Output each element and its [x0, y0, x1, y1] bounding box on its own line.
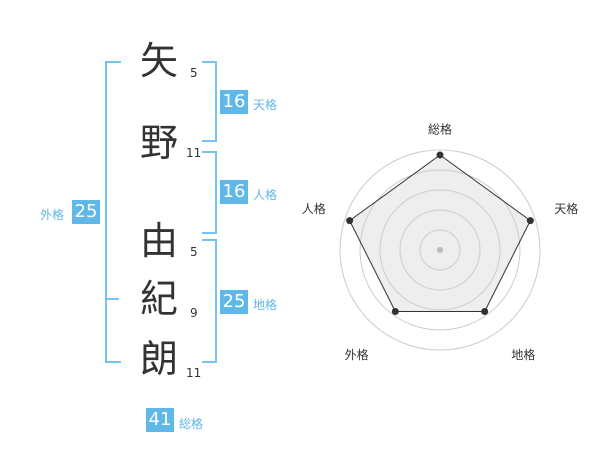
- soukaku-value-badge: 41: [146, 408, 174, 432]
- stroke-count-1: 5: [190, 66, 198, 80]
- chikaku-bracket: [202, 239, 217, 363]
- tenkaku-label: 天格: [253, 98, 278, 112]
- jinkaku-bracket: [202, 151, 217, 234]
- name-char-5: 朗: [140, 337, 179, 381]
- name-char-1: 矢: [140, 39, 179, 83]
- gaikaku-label: 外格: [40, 208, 65, 222]
- radar-center: [437, 247, 443, 253]
- radar-point-2: [526, 217, 534, 225]
- name-char-2: 野: [140, 121, 179, 165]
- jinkaku-value-badge: 16: [220, 180, 248, 204]
- tenkaku-bracket: [202, 61, 217, 142]
- chikaku-label: 地格: [253, 298, 278, 312]
- radar-point-4: [391, 307, 399, 315]
- radar-point-3: [481, 307, 489, 315]
- radar-ring-4: [359, 169, 521, 331]
- gaikaku-bracket-tick: [105, 298, 119, 300]
- name-char-3: 由: [140, 219, 179, 263]
- radar-point-5: [346, 217, 354, 225]
- gaikaku-bracket: [105, 61, 121, 363]
- radar-ring-5: [339, 149, 541, 351]
- stroke-count-3: 5: [190, 245, 198, 259]
- radar-ring-2: [399, 209, 481, 291]
- jinkaku-label: 人格: [253, 188, 278, 202]
- name-char-4: 紀: [140, 277, 179, 321]
- radar-value-area: [349, 155, 531, 312]
- chikaku-value-badge: 25: [220, 290, 248, 314]
- stroke-count-4: 9: [190, 306, 198, 320]
- soukaku-label: 総格: [179, 417, 204, 431]
- stroke-count-2: 11: [186, 146, 202, 160]
- gaikaku-value-badge: 25: [72, 200, 100, 224]
- radar-axis-label-3: 地格: [511, 347, 535, 362]
- radar-axis-label-4: 外格: [345, 347, 369, 362]
- radar-axis-label-1: 総格: [428, 122, 452, 137]
- radar-point-1: [436, 151, 444, 159]
- radar-axis-label-5: 人格: [302, 201, 326, 216]
- radar-axis-label-2: 天格: [554, 201, 578, 216]
- radar-ring-1: [419, 229, 461, 271]
- tenkaku-value-badge: 16: [220, 90, 248, 114]
- stroke-count-5: 11: [186, 366, 202, 380]
- radar-ring-3: [379, 189, 501, 311]
- radar-value-outline: [349, 154, 531, 312]
